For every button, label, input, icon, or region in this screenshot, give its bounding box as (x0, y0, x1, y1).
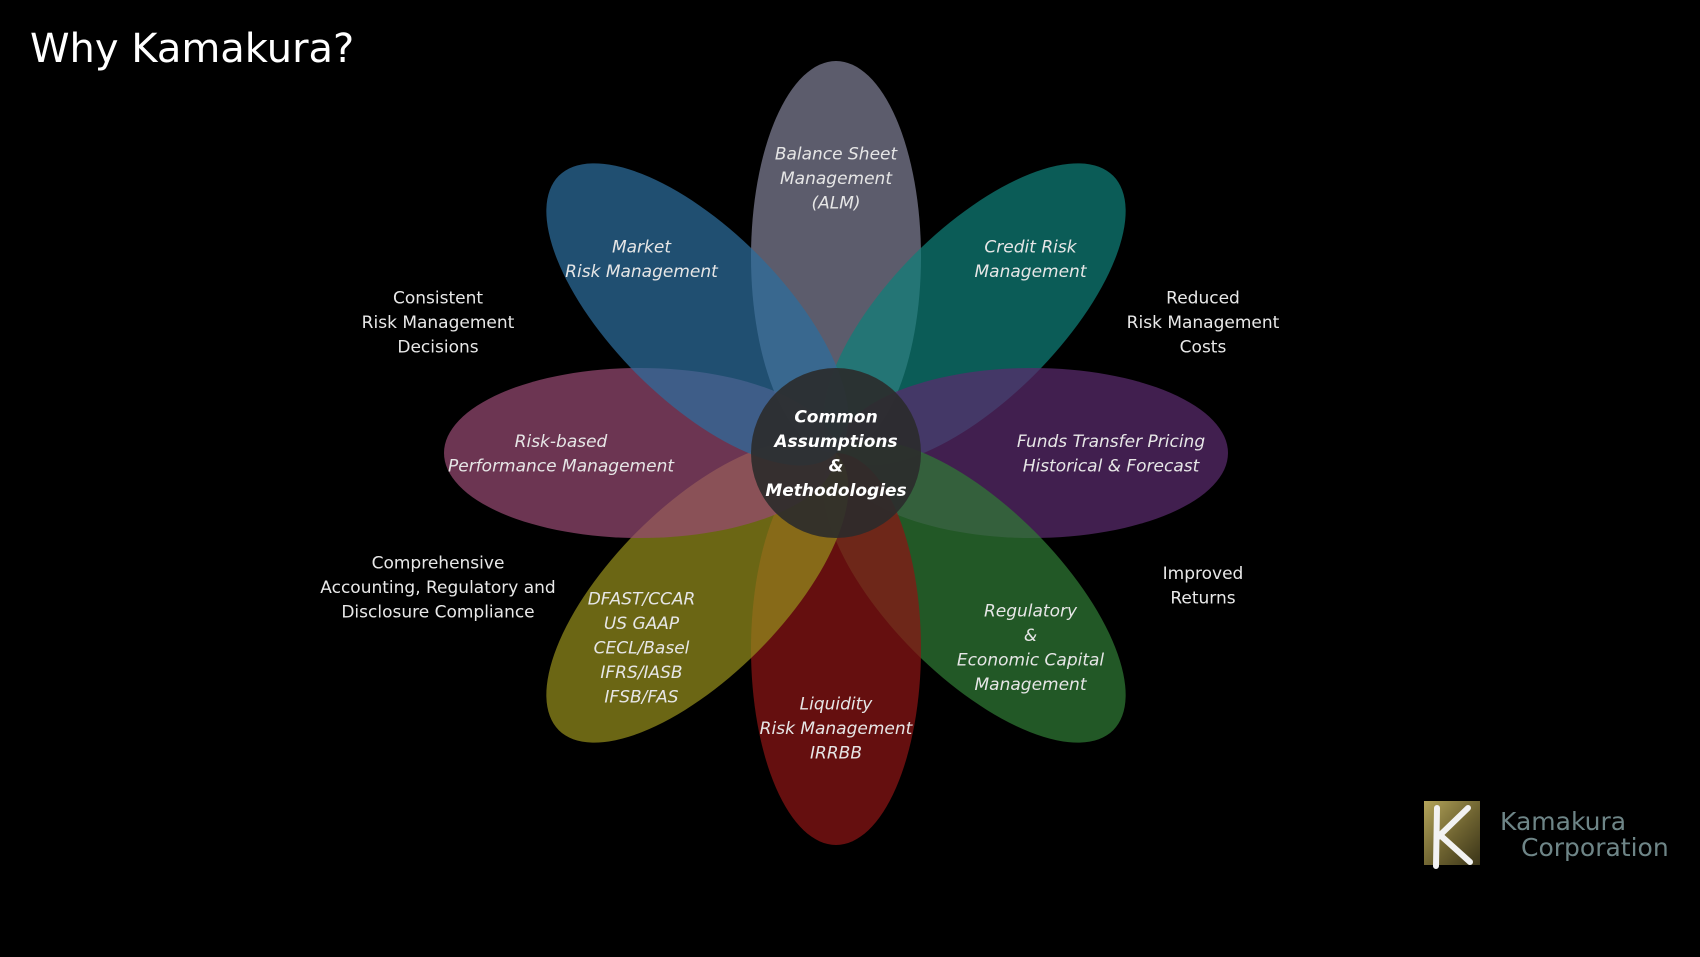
petal-label-dfast-line: DFAST/CCAR (588, 590, 696, 610)
petal-label-liquidity-line: Risk Management (760, 719, 914, 739)
petal-shapes (444, 61, 1228, 845)
outcome-consistent-line: Consistent (393, 289, 483, 309)
petal-label-market-line: Risk Management (565, 262, 719, 282)
outcome-consistent-line: Risk Management (362, 313, 515, 333)
logo-name: Kamakura (1500, 807, 1626, 836)
logo-subtitle: Corporation (1521, 833, 1669, 862)
petal-label-alm-line: Balance Sheet (775, 145, 899, 165)
petal-label-dfast-line: IFSB/FAS (604, 688, 678, 708)
petal-label-dfast-line: IFRS/IASB (600, 663, 682, 683)
petal-label-regulatory-line: Management (975, 675, 1088, 695)
petal-credit (823, 163, 1126, 466)
petal-label-credit-line: Management (975, 262, 1088, 282)
petal-label-liquidity-line: IRRBB (810, 744, 862, 764)
petal-label-ftp-line: Historical & Forecast (1023, 456, 1201, 476)
logo-k-stroke-icon (1433, 805, 1473, 869)
petal-label-performance-line: Risk-based (515, 432, 608, 452)
center-disc (751, 368, 921, 538)
outcome-improved-line: Returns (1170, 588, 1235, 608)
outcome-comprehensive-line: Comprehensive (372, 554, 505, 574)
petal-label-performance-line: Performance Management (448, 456, 675, 476)
logo-mark-icon (1424, 801, 1480, 865)
petal-label-dfast-line: CECL/Basel (594, 639, 690, 659)
center-label-line: Common (794, 407, 877, 427)
petal-label-regulatory-line: Regulatory (984, 602, 1078, 622)
petal-label-regulatory-line: & (1024, 626, 1037, 646)
petal-regulatory (823, 440, 1126, 743)
outcome-improved-line: Improved (1163, 564, 1244, 584)
outcome-consistent-line: Decisions (397, 338, 478, 358)
petal-market (546, 163, 849, 466)
outcome-reduced-line: Costs (1180, 338, 1227, 358)
petal-label-credit-line: Credit Risk (984, 237, 1077, 257)
kamakura-logo: Kamakura Corporation (1424, 801, 1669, 869)
outcome-reduced-line: Risk Management (1127, 313, 1280, 333)
outcome-reduced-line: Reduced (1166, 289, 1240, 309)
petal-label-liquidity-line: Liquidity (800, 695, 874, 715)
petal-dfast (546, 440, 849, 743)
petal-label-market-line: Market (612, 237, 672, 257)
outcome-comprehensive-line: Accounting, Regulatory and (320, 578, 555, 598)
center-label-line: Methodologies (765, 481, 906, 501)
petal-label-dfast-line: US GAAP (604, 614, 680, 634)
petal-label-alm-line: (ALM) (811, 194, 860, 214)
center-label-line: Assumptions (772, 432, 897, 452)
petal-label-alm-line: Management (780, 169, 893, 189)
petal-label-ftp-line: Funds Transfer Pricing (1017, 432, 1205, 452)
center-label-line: & (829, 456, 844, 476)
page-title: Why Kamakura? (30, 26, 354, 72)
petal-label-regulatory-line: Economic Capital (957, 651, 1105, 671)
outcome-comprehensive-line: Disclosure Compliance (341, 603, 534, 623)
